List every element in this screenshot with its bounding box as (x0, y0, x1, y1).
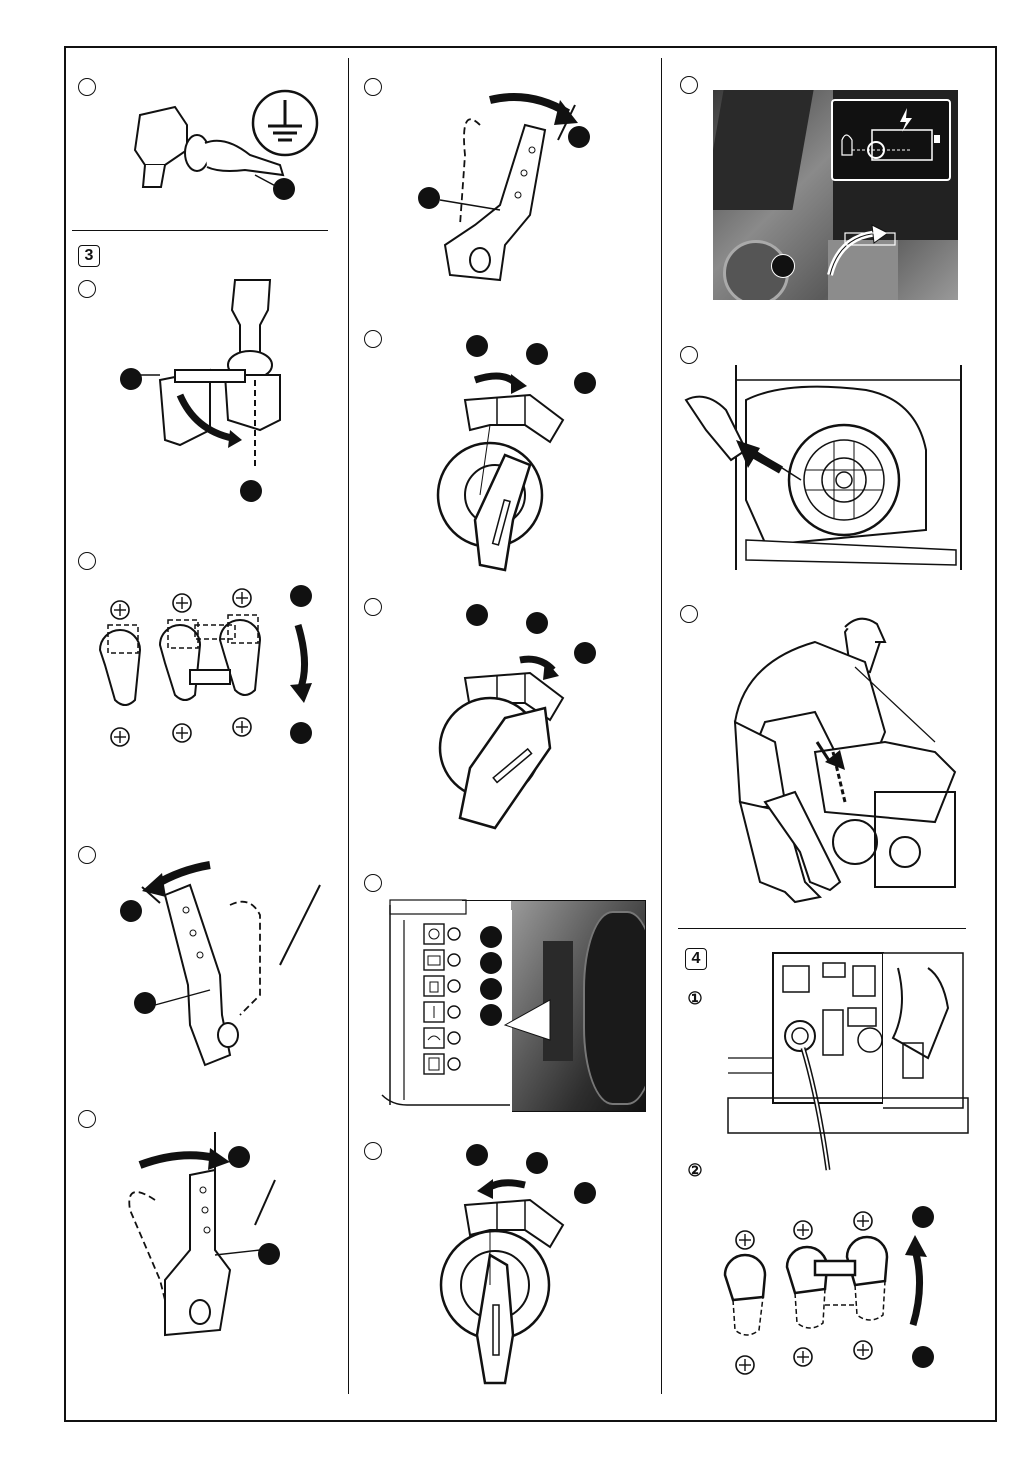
step-marker (364, 78, 382, 96)
column-divider-left (348, 58, 349, 1394)
step-marker (78, 280, 96, 298)
key-switch-start-illustration (435, 648, 575, 838)
callout-dot (290, 722, 312, 744)
column-divider-right (661, 58, 662, 1394)
callout-dot (466, 604, 488, 626)
callout-dot (912, 1206, 934, 1228)
callout-dot (418, 187, 440, 209)
callout-dot (574, 642, 596, 664)
section-rule-right (678, 928, 966, 929)
callout-dot (228, 1146, 250, 1168)
callout-dot (568, 126, 590, 148)
recoil-start-engine-illustration (686, 360, 966, 580)
earth-ground-icon (250, 88, 320, 158)
callout-dot (273, 178, 295, 200)
fuel-tap-lever-illustration (150, 270, 300, 480)
callout-dot (120, 368, 142, 390)
callout-dot (134, 992, 156, 1014)
step-marker (78, 1110, 96, 1128)
lever-swing-left-illustration (110, 855, 330, 1070)
callout-dot (240, 480, 262, 502)
section-rule-left (72, 230, 328, 231)
warning-sticker-illustration (832, 100, 952, 182)
callout-dot (466, 335, 488, 357)
callout-dot (480, 978, 502, 1000)
circuit-breaker-switches-illustration (90, 585, 320, 755)
step-marker (78, 78, 96, 96)
callout-dot (574, 1182, 596, 1204)
callout-dot (526, 612, 548, 634)
step-marker (680, 605, 698, 623)
callout-dot (258, 1243, 280, 1265)
step-marker (78, 846, 96, 864)
step-marker (78, 552, 96, 570)
section-3-label: 3 (78, 245, 100, 267)
generator-outlet-panel-illustration (728, 948, 968, 1173)
operator-pulling-starter-illustration (705, 612, 965, 912)
substep-2-label: ② (685, 1162, 705, 1182)
step-marker (680, 76, 698, 94)
lever-swing-right-illustration (120, 1130, 300, 1340)
callout-dot (771, 254, 795, 278)
key-switch-turn-right-illustration (435, 370, 565, 580)
zoom-pointer (505, 995, 555, 1045)
callout-dot (480, 926, 502, 948)
callout-dot (120, 900, 142, 922)
lever-swing-right-illustration-2 (420, 85, 590, 295)
callout-dot (526, 343, 548, 365)
lever-lift-arrow (820, 225, 900, 285)
callout-dot (466, 1144, 488, 1166)
key-switch-turn-left-illustration (435, 1175, 565, 1390)
section-4-label: 4 (685, 948, 707, 970)
callout-dot (290, 585, 312, 607)
callout-dot (526, 1152, 548, 1174)
step-marker (364, 1142, 382, 1160)
callout-dot (574, 372, 596, 394)
step-marker (364, 598, 382, 616)
step-marker (364, 330, 382, 348)
step-marker (364, 874, 382, 892)
callout-dot (480, 1004, 502, 1026)
callout-dot (912, 1346, 934, 1368)
substep-1-label: ① (685, 990, 705, 1010)
callout-dot (480, 952, 502, 974)
